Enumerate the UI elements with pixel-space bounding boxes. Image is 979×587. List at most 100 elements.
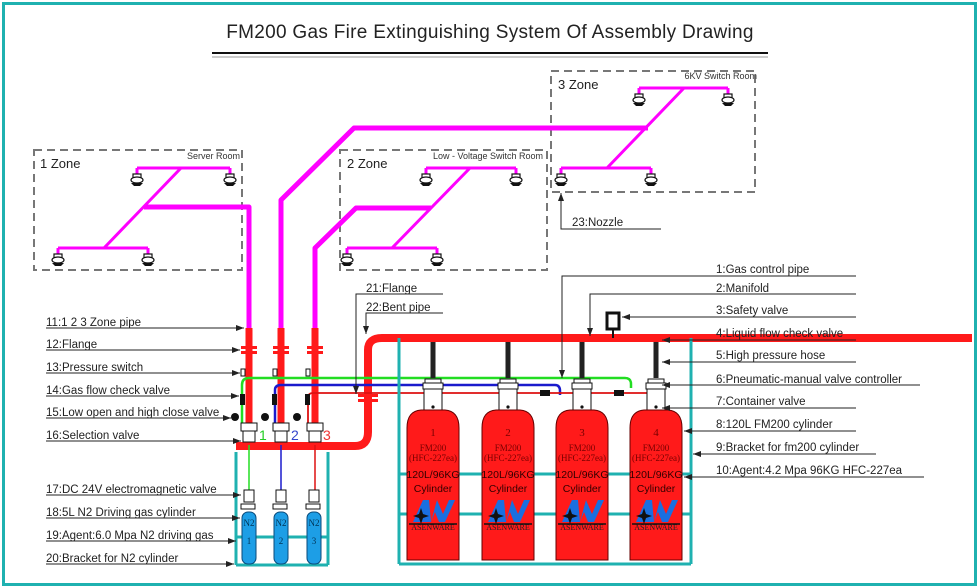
selection-valves: 1 2 3: [240, 422, 331, 443]
label-pneumatic-manual-valve-controller: 6:Pneumatic-manual valve controller: [716, 374, 902, 386]
cylinder-brand: ASENWARE: [411, 523, 455, 532]
cylinder-number: 4: [653, 427, 659, 439]
zone-3-room: 6KV Switch Room: [684, 71, 757, 81]
svg-text:N2: N2: [309, 518, 320, 528]
n2-cylinder-1: N2 1: [240, 489, 257, 565]
fm200-cylinder-1: 1FM200(HFC-227ea)120L/96KGCylinderASENWA…: [406, 409, 460, 561]
label-gas-flow-check-valve: 14:Gas flow check valve: [46, 385, 170, 397]
container-valve-icon: [571, 378, 593, 412]
label-n2-cylinder: 18:5L N2 Driving gas cylinder: [46, 507, 196, 519]
cylinder-agent: FM200: [420, 443, 447, 453]
svg-text:2: 2: [279, 536, 284, 546]
fm200-cylinder-2: 2FM200(HFC-227ea)120L/96KGCylinderASENWA…: [481, 409, 535, 561]
star-icon: [488, 508, 504, 524]
nozzle-icon: [340, 253, 354, 267]
n2-cylinders: N2 1 N2 2 N2 3: [240, 489, 322, 565]
manifold-pipe: [236, 334, 972, 450]
nozzle-icon: [130, 173, 144, 187]
selection-valve-number: 1: [259, 427, 267, 443]
cylinder-agent: FM200: [569, 443, 596, 453]
zone-1-main-pipe: [144, 204, 252, 328]
high-pressure-hoses: [430, 342, 659, 378]
container-valve-icon: [497, 378, 519, 412]
svg-text:3: 3: [312, 536, 317, 546]
zone-2-main-pipe: [312, 205, 431, 328]
right-callout-lines: [559, 275, 924, 480]
zone-2-name: 2 Zone: [347, 156, 387, 171]
cylinder-type: Cylinder: [563, 483, 602, 495]
svg-text:N2: N2: [276, 518, 287, 528]
zone-3-box: 3 Zone 6KV Switch Room: [550, 70, 757, 193]
cylinder-agent-code: (HFC-227ea): [632, 453, 680, 463]
cylinder-brand: ASENWARE: [560, 523, 604, 532]
nozzle-icon: [419, 173, 433, 187]
nozzle-icon: [51, 253, 65, 267]
label-manifold: 2:Manifold: [716, 283, 769, 295]
label-electromagnetic-valve: 17:DC 24V electromagnetic valve: [46, 484, 217, 496]
label-flange: 12:Flange: [46, 339, 97, 351]
svg-text:1: 1: [247, 536, 252, 546]
nozzle-icon: [644, 173, 658, 187]
svg-text:N2: N2: [244, 518, 255, 528]
label-bracket-fm200: 9:Bracket for fm200 cylinder: [716, 442, 859, 454]
cylinder-capacity: 120L/96KG: [406, 469, 459, 481]
label-flange-21: 21:Flange: [366, 283, 417, 295]
low-open-high-close-valves: [231, 413, 301, 421]
cylinder-agent-code: (HFC-227ea): [484, 453, 532, 463]
nozzles: [51, 93, 735, 267]
cylinder-brand: ASENWARE: [634, 523, 678, 532]
cylinder-capacity: 120L/96KG: [481, 469, 534, 481]
nozzle-label: 23:Nozzle: [572, 217, 623, 229]
label-safety-valve: 3:Safety valve: [716, 305, 788, 317]
left-callout-labels: 11:1 2 3 Zone pipe 12:Flange 13:Pressure…: [46, 317, 219, 565]
label-n2-agent: 19:Agent:6.0 Mpa N2 driving gas: [46, 530, 214, 542]
fm200-cylinder-4: 4FM200(HFC-227ea)120L/96KGCylinderASENWA…: [629, 409, 683, 561]
gas-flow-check-valves: [240, 390, 624, 405]
cylinder-agent: FM200: [643, 443, 670, 453]
label-container-valve: 7:Container valve: [716, 396, 806, 408]
star-icon: [562, 508, 578, 524]
nozzle-icon: [141, 253, 155, 267]
cylinder-body: [406, 409, 460, 561]
label-high-pressure-hose: 5:High pressure hose: [716, 350, 825, 362]
cylinder-agent-code: (HFC-227ea): [558, 453, 606, 463]
blue-control-pipe: [273, 383, 562, 430]
zone-2-box: 2 Zone Low - Voltage Switch Room: [339, 149, 548, 271]
cylinder-capacity: 120L/96KG: [555, 469, 608, 481]
nozzle-icon: [430, 253, 444, 267]
cylinder-capacity: 120L/96KG: [629, 469, 682, 481]
star-icon: [636, 508, 652, 524]
label-liquid-flow-check-valve: 4:Liquid flow check valve: [716, 328, 843, 340]
label-low-open-high-close-valve: 15:Low open and high close valve: [46, 407, 219, 419]
left-callout-lines: [46, 325, 244, 567]
container-valve-icon: [422, 378, 444, 412]
safety-valve: [605, 311, 621, 338]
pressure-switches: [240, 368, 311, 377]
nozzle-icon: [509, 173, 523, 187]
cylinder-agent-code: (HFC-227ea): [409, 453, 457, 463]
zone-3-main-pipe: [278, 125, 648, 328]
cylinder-number: 2: [505, 427, 511, 439]
zone-1-name: 1 Zone: [40, 156, 80, 171]
middle-callout-lines: [353, 293, 443, 394]
n2-cylinder-3: N2 3: [305, 489, 322, 565]
label-agent-fm200: 10:Agent:4.2 Mpa 96KG HFC-227ea: [716, 465, 903, 477]
nozzle-icon: [632, 93, 646, 107]
fm200-cylinder-3: 3FM200(HFC-227ea)120L/96KGCylinderASENWA…: [555, 409, 609, 561]
flanges: [241, 346, 378, 402]
drawing-title: FM200 Gas Fire Extinguishing System Of A…: [226, 22, 754, 43]
label-zone-pipe: 11:1 2 3 Zone pipe: [46, 317, 141, 329]
zone-1-box: 1 Zone Server Room: [33, 149, 243, 271]
label-n2-bracket: 20:Bracket for N2 cylinder: [46, 553, 178, 565]
cylinder-agent: FM200: [495, 443, 522, 453]
n2-cylinder-2: N2 2: [272, 489, 289, 565]
zone-3-name: 3 Zone: [558, 77, 598, 92]
zone-1-room: Server Room: [187, 151, 240, 161]
nozzle-icon: [721, 93, 735, 107]
selection-valve-number: 2: [291, 427, 299, 443]
label-selection-valve: 16:Selection valve: [46, 430, 139, 442]
right-callout-labels: 1:Gas control pipe 2:Manifold 3:Safety v…: [716, 264, 903, 477]
zone-pipes: [56, 86, 730, 328]
